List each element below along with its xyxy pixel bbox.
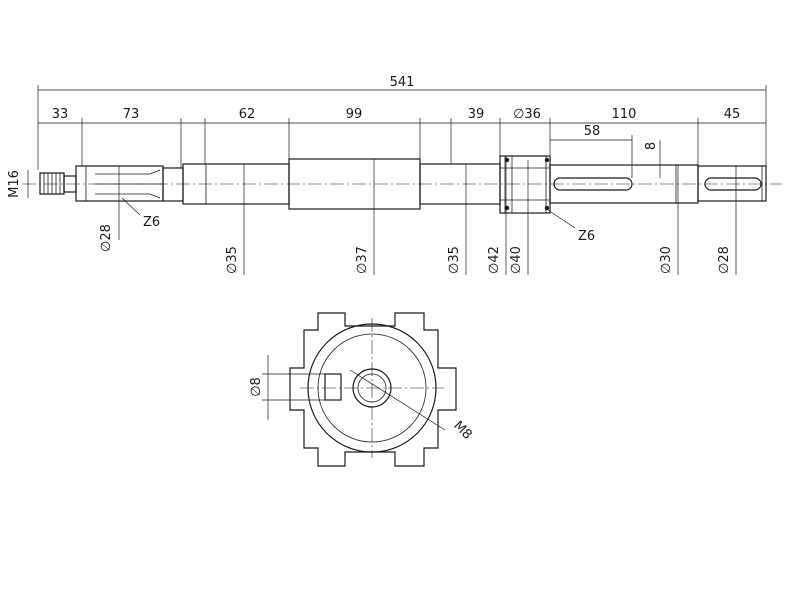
dim-d37: ∅37 <box>355 246 370 274</box>
dim-keyway-length: 58 <box>584 124 601 139</box>
dim-d42: ∅42 <box>487 246 502 274</box>
keyway-slot-58 <box>553 177 633 191</box>
step-after-spline <box>162 167 184 202</box>
dim-d28-left: ∅28 <box>99 224 114 252</box>
dim-thread-m16: M16 <box>7 170 22 198</box>
dim-seg-6: ∅36 <box>513 107 541 122</box>
dim-section-thread: M8 <box>450 418 474 442</box>
dim-d35-left: ∅35 <box>225 246 240 274</box>
cross-section-view: ∅8 M8 <box>249 312 475 467</box>
dim-section-slot: ∅8 <box>249 377 264 397</box>
dim-d35-right: ∅35 <box>447 246 462 274</box>
horizontal-dimensions: 541 33 73 62 99 39 ∅36 110 45 58 8 <box>37 75 767 178</box>
dim-d30: ∅30 <box>659 246 674 274</box>
shaft-outline <box>39 155 767 214</box>
label-z6-left: Z6 <box>143 215 160 230</box>
dim-d28-right: ∅28 <box>717 246 732 274</box>
section-outer-profile <box>289 312 457 467</box>
dim-seg-8: 45 <box>724 107 741 122</box>
dim-seg-1: 33 <box>52 107 69 122</box>
dim-seg-5: 39 <box>468 107 485 122</box>
diameter-dimensions: M16 ∅28 Z6 ∅35 ∅37 ∅35 ∅42 ∅40 Z6 ∅30 ∅2… <box>7 156 737 275</box>
dim-overall: 541 <box>390 75 415 90</box>
keyway-slot-end <box>704 177 762 191</box>
dim-d40: ∅40 <box>509 246 524 274</box>
dim-seg-3: 62 <box>239 107 256 122</box>
collar-d42 <box>499 155 551 214</box>
section-slot <box>324 373 342 401</box>
spline-left <box>75 165 164 202</box>
label-z6-right: Z6 <box>578 229 595 244</box>
dim-seg-4: 99 <box>346 107 363 122</box>
section-d28-end <box>697 165 767 202</box>
dim-seg-2: 73 <box>123 107 140 122</box>
dim-seg-7: 110 <box>612 107 637 122</box>
dim-keyway-width: 8 <box>644 142 659 150</box>
